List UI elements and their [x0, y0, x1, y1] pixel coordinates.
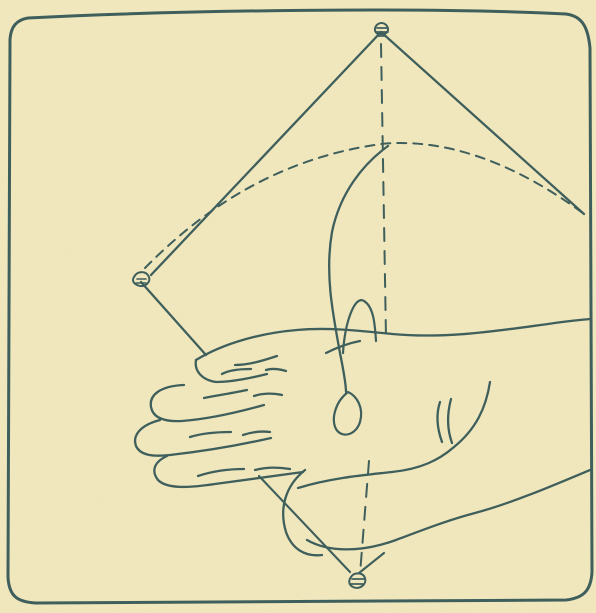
kite-hand-drawing [0, 0, 596, 613]
paper-texture [0, 0, 596, 613]
illustration-canvas [0, 0, 596, 613]
